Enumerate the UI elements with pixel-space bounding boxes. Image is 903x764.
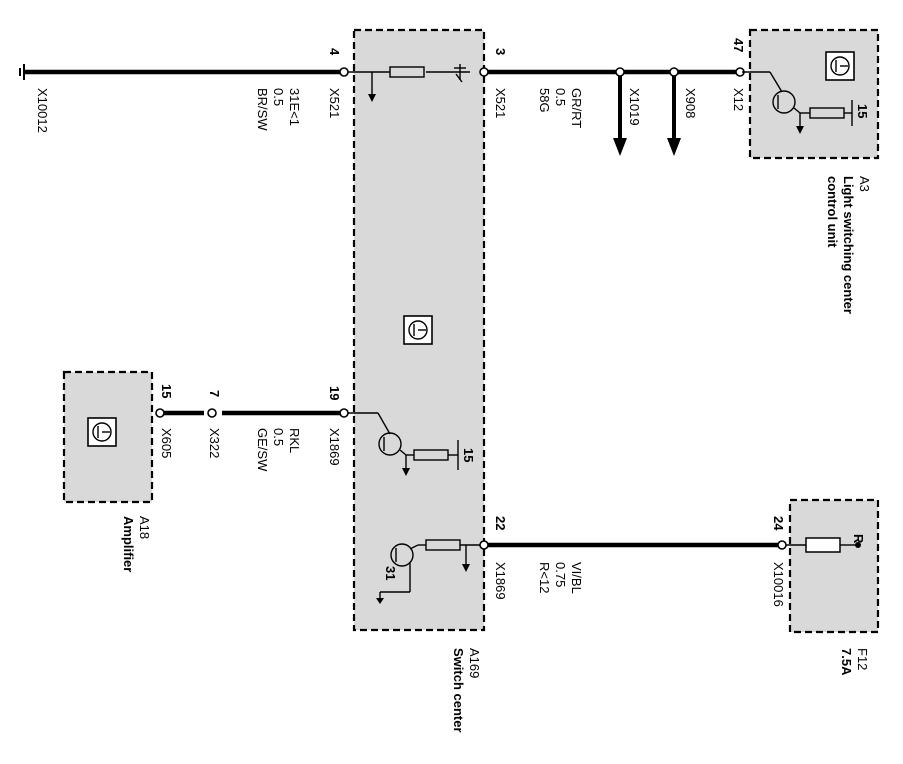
top-pin-a3: 47 [731,38,746,52]
top-gauge: 0.5 [553,88,568,106]
wire-top-row [24,64,738,102]
top-connector-a169: X521 [493,88,508,118]
a3-id: A3 [857,176,872,192]
a169-arrow-small [455,73,463,83]
middle-color: GE/SW [255,428,270,472]
a3-resistor-supply: 15 [855,104,870,118]
bottom-pin-a169: 22 [493,516,508,530]
a3-transistor-circuit [742,71,853,134]
bottom-connector-a169: X1869 [493,562,508,600]
a169-resistor-top [389,66,425,78]
a18-name: Amplifier [121,516,136,572]
a18-electronic-module-icon [87,417,117,447]
a169-electronic-module-icon [403,315,433,345]
a169-name: Switch center [451,648,466,733]
a169-transistor-upper-icon [378,432,402,456]
splice1-label: X1019 [627,88,642,126]
f12-fuse-icon [786,537,861,553]
top-pin-a169: 3 [493,48,508,55]
middle-pin-mid: 7 [207,390,222,397]
middle-connector-a18: X605 [159,428,174,458]
a169-transistor-upper [378,432,459,476]
splice-arrow-x1019 [613,67,627,156]
bottom-color: VI/BL [569,562,584,594]
ground-terminal-icon [19,64,25,80]
middle-connector-a169: X1869 [327,428,342,466]
a18-id: A18 [137,516,152,539]
left-connector-a169: X521 [327,88,342,118]
a3-electronic-module-icon [825,51,855,81]
f12-terminal: R [851,534,866,544]
bottom-gauge: 0.75 [553,562,568,587]
a169-transistor-lower-icon [390,543,414,567]
top-signal: 58G [537,88,552,113]
f12-rating: 7.5A [839,648,854,676]
left-signal: 31E<1 [287,88,302,126]
text-labels: X10012 4 X521 31E<1 0.5 BR/SW 3 X521 58G… [35,38,872,733]
middle-signal: RKL [287,428,302,453]
bottom-signal: R<12 [537,562,552,593]
f12-fuse-box [788,498,880,634]
a169-transistor-lower [376,539,470,604]
a3-name-line2: control unit [825,176,840,248]
middle-gauge: 0.5 [271,428,286,446]
splice2-label: X908 [683,88,698,118]
pin-circles [155,67,787,550]
a169-lower-ground: 31 [383,566,398,580]
a169-upper-supply: 15 [461,448,476,462]
top-color: GR/RT [569,88,584,128]
a169-id: A169 [467,648,482,678]
middle-connector-mid: X322 [207,428,222,458]
a3-light-switching-box [748,28,880,160]
f12-id: F12 [855,648,870,670]
a3-transistor-icon [772,90,796,114]
splice-arrow-x908 [667,67,681,156]
left-connector-label: X10012 [35,88,50,133]
a3-name-line1: Light switching center [841,176,856,314]
top-connector-a3: X12 [731,88,746,111]
middle-pin-a18: 15 [159,384,174,398]
a169-resistor-lower [425,539,461,551]
bottom-pin-f12: 24 [771,516,786,531]
left-color: BR/SW [255,88,270,131]
left-gauge: 0.5 [271,88,286,106]
middle-pin-a169: 19 [327,386,342,400]
bottom-connector-f12: X10016 [771,562,786,607]
wire-middle-row [164,410,391,435]
left-pin-a169: 4 [327,48,342,56]
